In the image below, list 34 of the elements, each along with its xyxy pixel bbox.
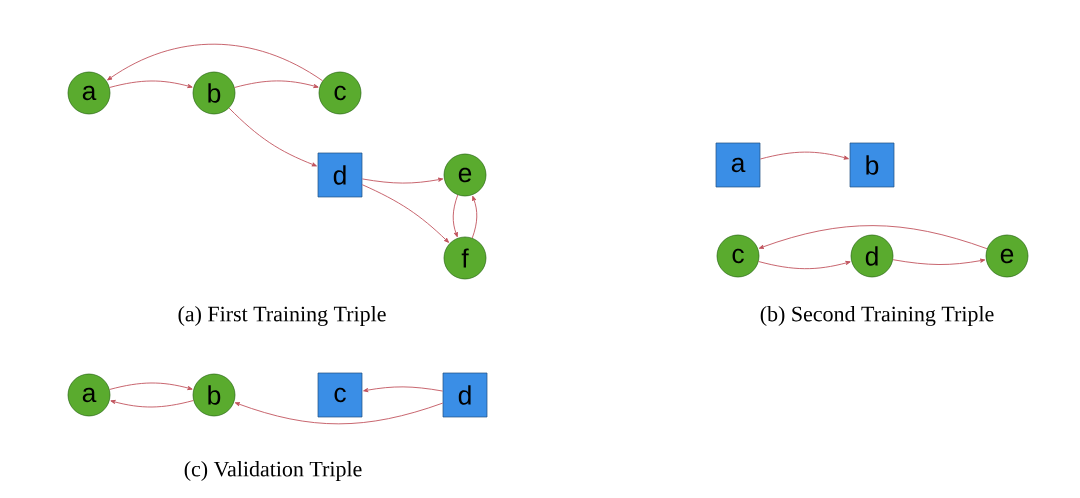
circle-node: c: [716, 234, 760, 278]
caption: (c) Validation Triple: [184, 461, 362, 481]
arrow: [363, 386, 444, 393]
circle-node: e: [985, 234, 1029, 278]
arrow: [107, 43, 323, 82]
arrow: [234, 80, 319, 89]
arrow: [109, 80, 193, 89]
arrow: [228, 107, 317, 167]
arrow: [109, 382, 193, 391]
arrow: [452, 194, 459, 238]
arrow: [758, 260, 851, 270]
circle-node: b: [192, 71, 236, 115]
caption: (a) First Training Triple: [178, 306, 386, 326]
arrow: [110, 399, 194, 408]
square-node: d: [317, 152, 363, 198]
circle-node: a: [67, 71, 111, 115]
square-node: b: [849, 142, 895, 188]
arrow: [471, 195, 478, 239]
arrow: [234, 402, 444, 425]
arrow: [758, 225, 988, 250]
circle-node: d: [850, 234, 894, 278]
caption: (b) Second Training Triple: [760, 306, 994, 326]
arrow: [361, 177, 444, 184]
arrow: [361, 184, 450, 243]
circle-node: a: [67, 373, 111, 417]
circle-node: e: [443, 153, 487, 197]
arrow: [892, 258, 986, 265]
square-node: c: [317, 372, 363, 418]
circle-node: b: [192, 373, 236, 417]
circle-node: f: [443, 236, 487, 280]
square-node: d: [442, 372, 488, 418]
square-node: a: [715, 142, 761, 188]
circle-node: c: [318, 71, 362, 115]
arrow: [759, 151, 849, 160]
